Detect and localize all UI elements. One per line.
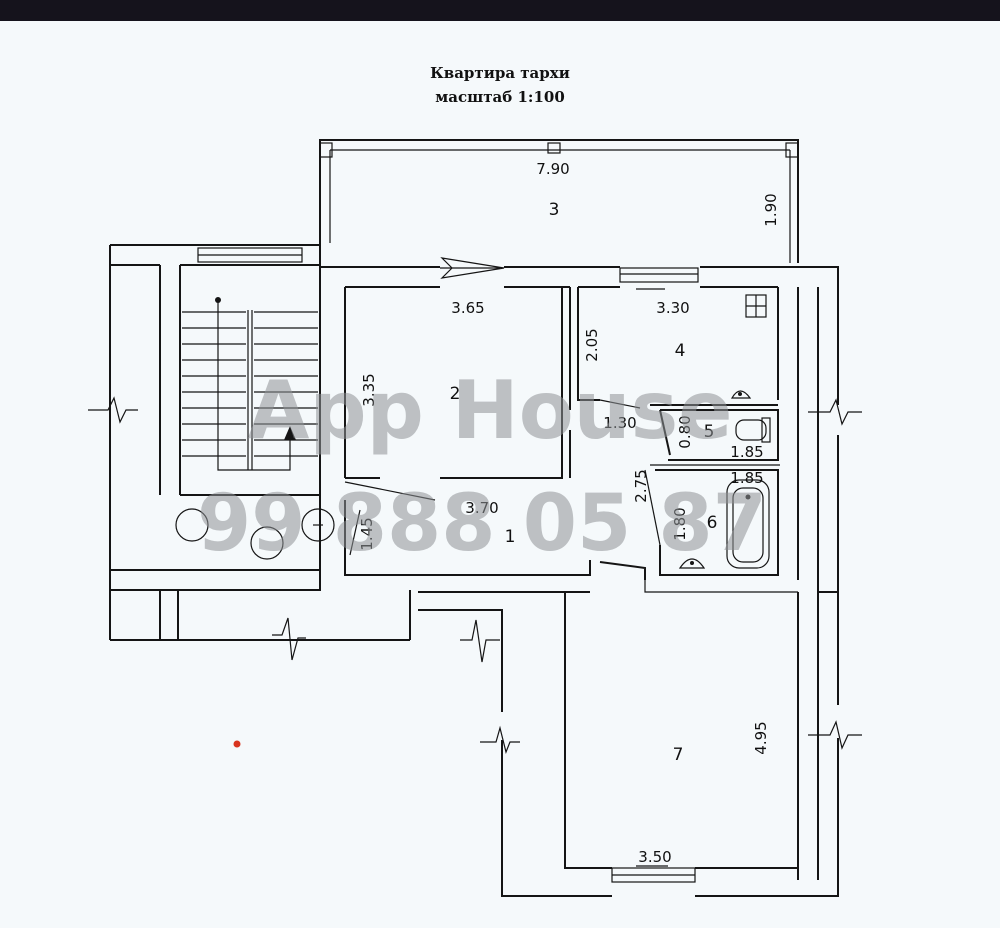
plan-title: Квартира тархи <box>430 64 570 82</box>
room-2-walls <box>344 257 571 501</box>
stairwell <box>109 244 411 641</box>
dim-room6-height: 1.80 <box>671 507 689 540</box>
dim-room7-width: 3.50 <box>638 848 671 866</box>
room-number-4: 4 <box>675 341 686 361</box>
plan-scale: масштаб 1:100 <box>435 88 565 106</box>
dim-room2-height: 3.35 <box>360 373 378 406</box>
room-number-6: 6 <box>707 513 718 533</box>
room-5-walls <box>650 409 780 466</box>
room-7-walls <box>564 592 798 883</box>
room-number-5: 5 <box>704 422 715 442</box>
dim-room2-bottom: 3.70 <box>465 499 498 517</box>
dim-room4-width: 3.30 <box>656 299 689 317</box>
break-lines <box>88 396 862 754</box>
dim-room5-width: 1.85 <box>730 443 763 461</box>
watermark-name: App House <box>247 364 732 457</box>
dim-entrance-width: 1.45 <box>358 517 376 550</box>
dim-balcony-width: 1.90 <box>762 193 780 226</box>
dim-room5-height: 0.80 <box>676 415 694 448</box>
dim-room6-width: 1.85 <box>730 469 763 487</box>
room-6-walls <box>644 469 798 593</box>
dim-room7-height: 4.95 <box>752 721 770 754</box>
dim-room2-top: 3.65 <box>451 299 484 317</box>
room-number-7: 7 <box>673 745 684 765</box>
dim-room1-side: 2.75 <box>632 469 650 502</box>
room-1-walls <box>344 500 646 580</box>
balcony-outline <box>319 139 799 263</box>
dim-balcony-length: 7.90 <box>536 160 569 178</box>
red-dot <box>233 740 241 748</box>
room-number-2: 2 <box>450 384 461 404</box>
watermark-phone: 99 888 05 87 <box>197 479 767 569</box>
top-dark-bar <box>0 0 1000 21</box>
room-4-walls <box>577 267 778 409</box>
dim-room2-side: 2.05 <box>583 328 601 361</box>
room-number-3: 3 <box>549 200 560 220</box>
dim-corridor-width: 1.30 <box>603 414 636 432</box>
room-number-1: 1 <box>505 527 516 547</box>
